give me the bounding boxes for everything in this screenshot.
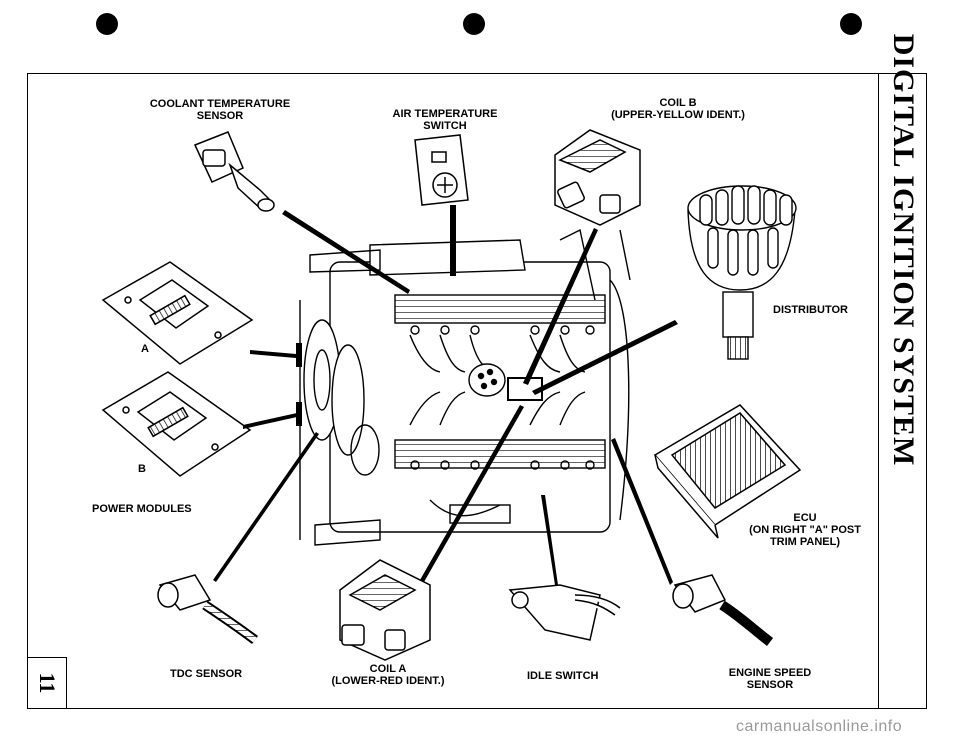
power-module-a-illustration bbox=[101, 261, 254, 365]
leader-lines bbox=[213, 205, 678, 585]
idle-switch-illustration bbox=[508, 584, 621, 641]
label-coil-b: COIL B (UPPER-YELLOW IDENT.) bbox=[611, 97, 745, 121]
label-air-temperature-switch: AIR TEMPERATURE SWITCH bbox=[392, 108, 498, 132]
coil-a-illustration bbox=[339, 559, 431, 661]
label-tdc-sensor: TDC SENSOR bbox=[170, 668, 243, 680]
label-distributor: DISTRIBUTOR bbox=[773, 304, 848, 316]
engine-speed-sensor-illustration bbox=[672, 574, 774, 646]
label-ecu: ECU (ON RIGHT "A" POST TRIM PANEL) bbox=[749, 512, 861, 548]
registration-dot-right bbox=[840, 13, 862, 35]
coolant-sensor-illustration bbox=[193, 131, 275, 212]
component-blocks bbox=[296, 268, 456, 426]
label-power-module-b: B bbox=[138, 463, 146, 475]
page-number-box bbox=[27, 657, 67, 709]
registration-dot-left bbox=[96, 13, 118, 35]
tdc-sensor-illustration bbox=[157, 574, 258, 645]
label-idle-switch: IDLE SWITCH bbox=[527, 670, 599, 682]
distributor-illustration bbox=[687, 185, 797, 360]
label-engine-speed-sensor: ENGINE SPEED SENSOR bbox=[728, 667, 812, 691]
side-tab bbox=[878, 73, 927, 709]
registration-dot-center bbox=[463, 13, 485, 35]
watermark: carmanualsonline.info bbox=[736, 718, 903, 735]
label-power-module-a: A bbox=[141, 343, 149, 355]
engine-illustration bbox=[299, 228, 631, 546]
label-power-modules: POWER MODULES bbox=[92, 503, 192, 515]
page-frame bbox=[27, 73, 927, 709]
coil-b-illustration bbox=[554, 129, 641, 226]
ecu-illustration bbox=[653, 404, 802, 539]
air-temp-switch-illustration bbox=[414, 134, 469, 206]
power-module-b-illustration bbox=[101, 371, 252, 477]
label-coolant-temperature-sensor: COOLANT TEMPERATURE SENSOR bbox=[149, 98, 291, 122]
label-coil-a: COIL A (LOWER-RED IDENT.) bbox=[331, 663, 445, 687]
